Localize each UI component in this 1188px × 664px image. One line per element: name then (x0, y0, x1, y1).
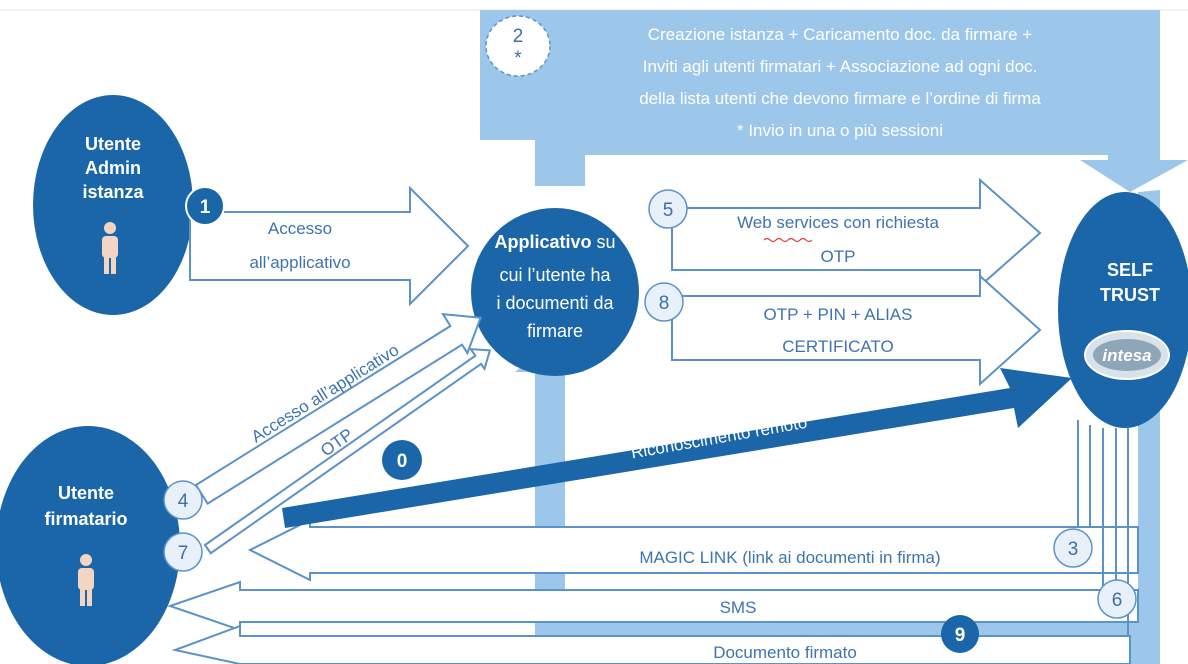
step-1-number: 1 (200, 197, 211, 218)
app-label-line1: Applicativo su (494, 232, 615, 252)
app-label-bold: Applicativo (494, 232, 591, 252)
intesa-logo-text: intesa (1102, 346, 1151, 365)
admin-person-icon (102, 222, 118, 274)
otp-pin-label-line1: OTP + PIN + ALIAS (764, 305, 913, 324)
step-9-number: 9 (955, 625, 966, 646)
magic-link-label: MAGIC LINK (link ai documenti in firma) (639, 548, 940, 567)
step-4-number: 4 (178, 491, 189, 512)
step-2-number: 2 (513, 26, 524, 47)
application-circle (471, 208, 639, 376)
step-9-badge (941, 615, 979, 653)
admin-label-line1: Utente (85, 134, 141, 154)
admin-user-circle (33, 95, 193, 315)
step-1-badge (185, 186, 225, 226)
intesa-logo: intesa (1084, 330, 1170, 380)
step-0-number: 0 (397, 451, 408, 472)
step-6-badge (1097, 579, 1137, 619)
arrow-sms (166, 580, 1139, 632)
top-box-line1: Creazione istanza + Caricamento doc. da … (648, 25, 1033, 44)
step-8-number: 8 (659, 293, 670, 314)
ws-label-line1: Web services con richiesta (737, 213, 939, 232)
top-instruction-band (480, 10, 1188, 192)
selftrust-circle (1058, 192, 1188, 428)
accesso-label-line2: all’applicativo (249, 253, 350, 272)
top-box-line3: della lista utenti che devono firmare e … (639, 89, 1041, 108)
otp-pin-label-line2: CERTIFICATO (782, 337, 893, 356)
signer-person-icon (78, 554, 94, 606)
arrow-access-admin (189, 185, 470, 307)
step-5-badge (648, 189, 688, 229)
sms-label: SMS (720, 598, 757, 617)
arrow-riconoscimento (282, 368, 1072, 528)
accesso-label-line1: Accesso (268, 219, 332, 238)
ws-label-line2: OTP (821, 247, 856, 266)
spellcheck-underline (763, 237, 813, 243)
arrow-magic-link (247, 518, 1139, 582)
top-box-line4: * Invio in una o più sessioni (737, 121, 943, 140)
arrow-diagonal-accesso (194, 312, 483, 506)
top-box-line2: Inviti agli utenti firmatari + Associazi… (643, 57, 1038, 76)
step-4-badge (163, 480, 203, 520)
step-7-number: 7 (178, 543, 189, 564)
documento-label: Documento firmato (713, 643, 857, 662)
arrow-otp-pin (671, 273, 1042, 387)
step-5-number: 5 (663, 200, 674, 221)
selftrust-label-line1: SELF (1107, 260, 1153, 280)
app-label-line4: firmare (527, 321, 583, 341)
step-6-number: 6 (1112, 590, 1123, 611)
app-label-rest: su (592, 232, 616, 252)
step-7-badge (163, 532, 203, 572)
arrow-documento (171, 624, 1131, 664)
step-3-number: 3 (1068, 539, 1079, 560)
signer-label-line2: firmatario (44, 509, 127, 529)
selftrust-label-line2: TRUST (1100, 285, 1160, 305)
arrow-diagonal-otp (203, 348, 492, 555)
step-8-badge (644, 282, 684, 322)
signer-user-circle (0, 426, 180, 664)
step-2-badge (485, 15, 551, 77)
admin-label-line2: Admin (85, 158, 141, 178)
arrow-webservices (671, 177, 1042, 289)
app-label-line3: i documenti da (496, 293, 614, 313)
signer-label-line1: Utente (58, 483, 114, 503)
app-label-line2: cui l’utente ha (499, 265, 611, 285)
step-2-note: * (514, 48, 522, 69)
step-0-badge (382, 440, 422, 480)
step-3-badge (1053, 528, 1093, 568)
admin-label-line3: istanza (82, 182, 144, 202)
